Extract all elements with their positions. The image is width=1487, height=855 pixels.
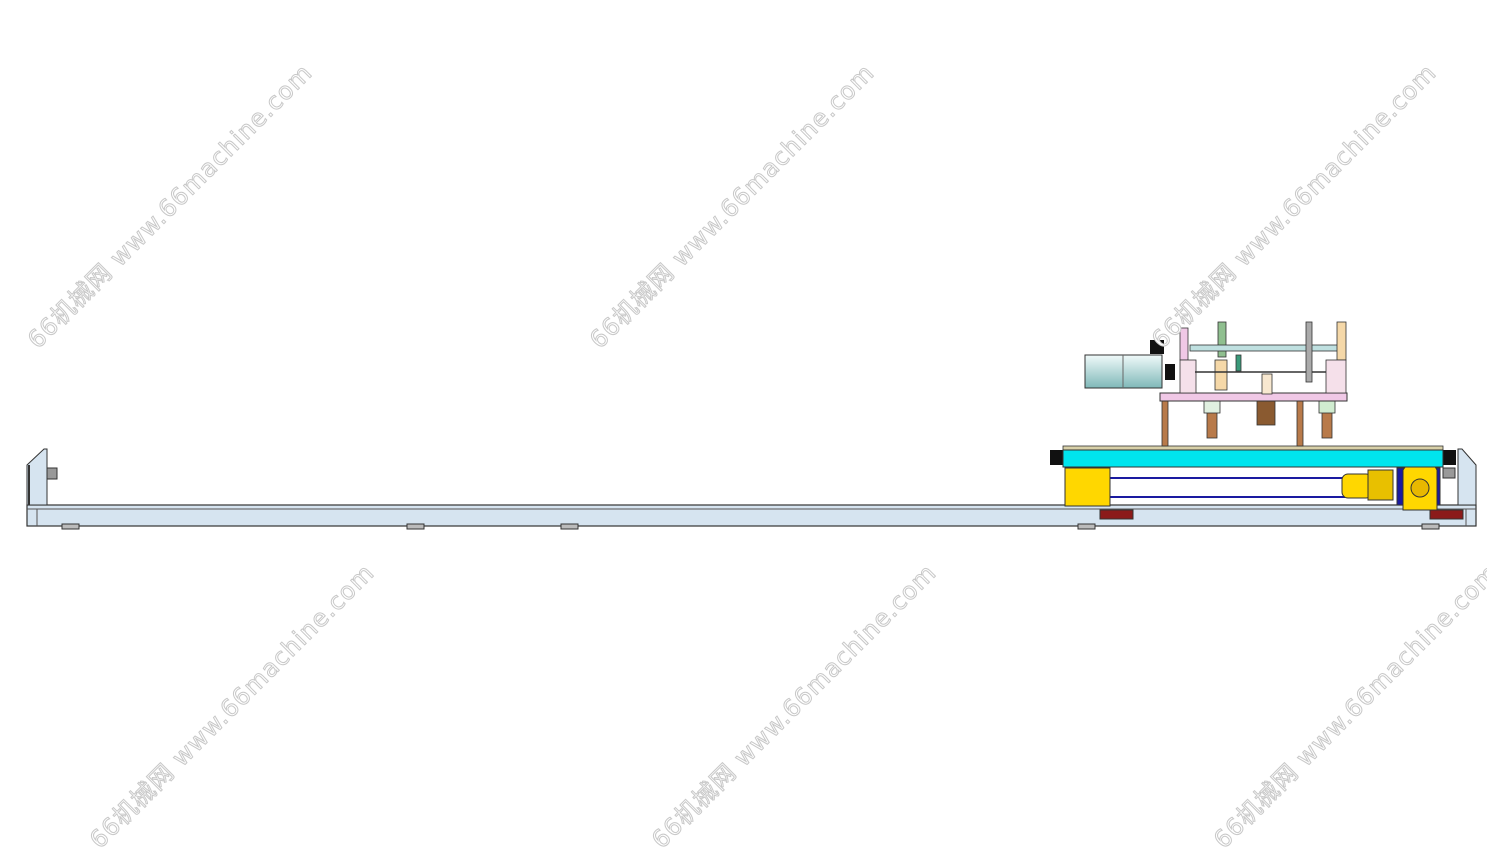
drive-motor	[1341, 469, 1394, 501]
rail-clamps	[61, 523, 1440, 530]
guide-rods	[1110, 477, 1345, 498]
right-end-plate	[1442, 448, 1477, 506]
pillars	[1161, 399, 1336, 447]
red-pads	[1099, 509, 1464, 520]
upper-frame	[1179, 321, 1347, 395]
base-rail	[26, 504, 1477, 527]
spindle-motor	[1084, 340, 1175, 389]
machine-drawing	[26, 321, 1477, 530]
left-yellow-housing	[1064, 467, 1111, 507]
pink-plate	[1159, 392, 1348, 402]
left-end-plate	[26, 448, 58, 506]
cyan-beam	[1050, 445, 1456, 468]
